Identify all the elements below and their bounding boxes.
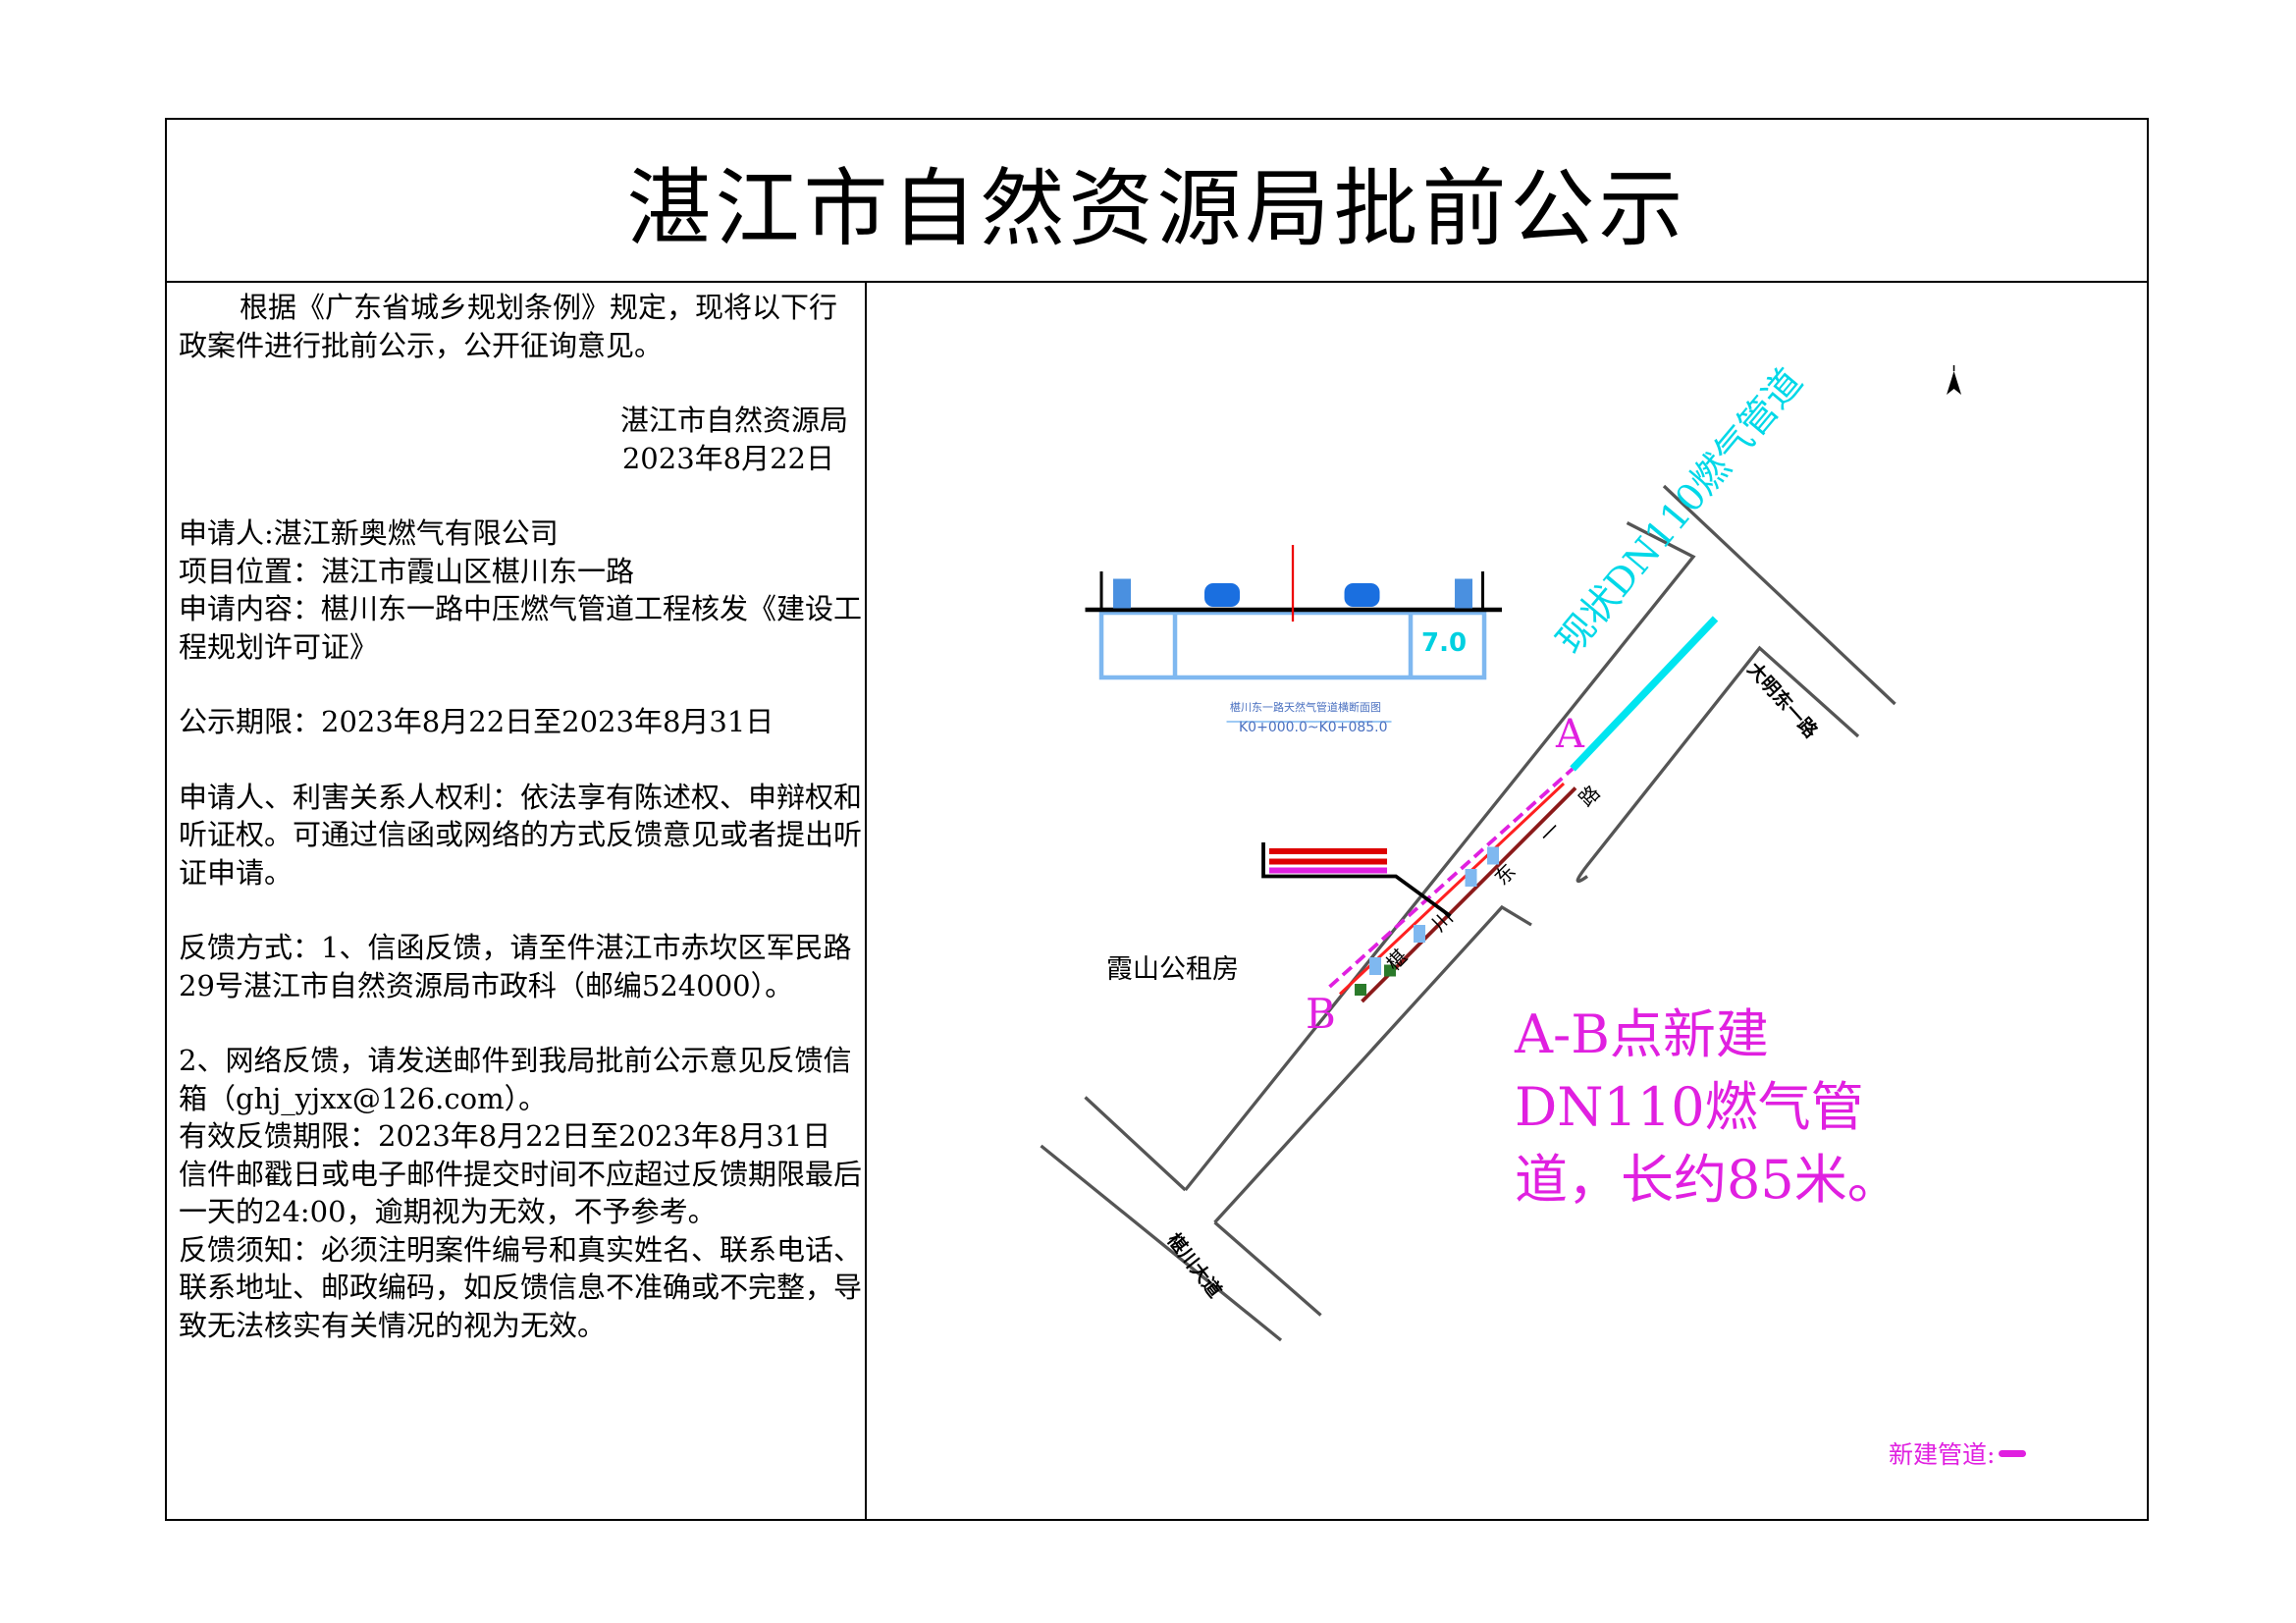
page-title: 湛江市自然资源局批前公示: [626, 159, 1687, 258]
north-arrow-icon: [1947, 365, 1962, 395]
valid-period: 有效反馈期限：2023年8月22日至2023年8月31日: [179, 1119, 831, 1153]
feedback-requirements: 反馈须知：必须注明案件编号和真实姓名、联系电话、联系地址、邮政编码，如反馈信息不…: [179, 1232, 863, 1342]
feedback-mail: 反馈方式：1、信函反馈，请至件湛江市赤坎区军民路29号湛江市自然资源局市政科（邮…: [179, 931, 852, 1002]
new-pipe-note: A-B点新建 DN110燃气管 道，长约85米。: [1515, 999, 1900, 1217]
cross-section-depth: 7.0: [1421, 628, 1468, 658]
intro-text: 根据《广东省城乡规划条例》规定，现将以下行政案件进行批前公示，公开征询意见。: [179, 291, 838, 362]
publicity-period: 公示期限：2023年8月22日至2023年8月31日: [179, 705, 774, 738]
new-pipe-swatch: [1999, 1449, 2027, 1457]
project-location: 项目位置：湛江市霞山区椹川东一路: [179, 554, 635, 588]
new-pipe: [1328, 767, 1577, 1003]
rights-text: 申请人、利害关系人权利：依法享有陈述权、申辩权和听证权。可通过信函或网络的方式反…: [179, 780, 863, 890]
point-a-label: A: [1556, 712, 1584, 757]
notice-frame: 湛江市自然资源局批前公示 根据《广东省城乡规划条例》规定，现将以下行政案件进行批…: [165, 118, 2149, 1521]
note-line: DN110燃气管: [1515, 1076, 1864, 1138]
cross-section-range: K0+000.0~K0+085.0: [1239, 720, 1388, 735]
issuer: 湛江市自然资源局: [619, 404, 848, 437]
deadline-note: 信件邮戳日或电子邮件提交时间不应超过反馈期限最后一天的24:00，逾期视为无效，…: [179, 1157, 863, 1229]
note-line: 道，长约85米。: [1515, 1149, 1900, 1211]
place-label: 霞山公租房: [1106, 954, 1239, 985]
issue-date: 2023年8月22日: [621, 441, 834, 475]
title-row: 湛江市自然资源局批前公示: [167, 120, 2147, 283]
road-lines: [1040, 484, 1896, 1342]
point-b-label: B: [1306, 990, 1336, 1038]
cross-section-title: 椹川东一路天然气管道横断面图: [1230, 701, 1381, 714]
existing-pipe: [1570, 616, 1719, 772]
notice-text: 根据《广东省城乡规划条例》规定，现将以下行政案件进行批前公示，公开征询意见。 湛…: [179, 289, 862, 1344]
application-content: 申请内容：椹川东一路中压燃气管道工程核发《建设工程规划许可证》: [179, 592, 863, 664]
cross-section-drawing: [1085, 545, 1503, 723]
applicant: 申请人:湛江新奥燃气有限公司: [179, 516, 559, 550]
legend-label: 新建管道:: [1889, 1440, 1996, 1469]
feedback-email: 2、网络反馈，请发送邮件到我局批前公示意见反馈信箱（ghj_yjxx@126.c…: [179, 1044, 852, 1115]
pipe-legend-table: [1261, 842, 1452, 918]
column-divider: [865, 281, 867, 1519]
note-line: A-B点新建: [1515, 1003, 1769, 1065]
map-legend: 新建管道:: [1889, 1435, 2027, 1471]
